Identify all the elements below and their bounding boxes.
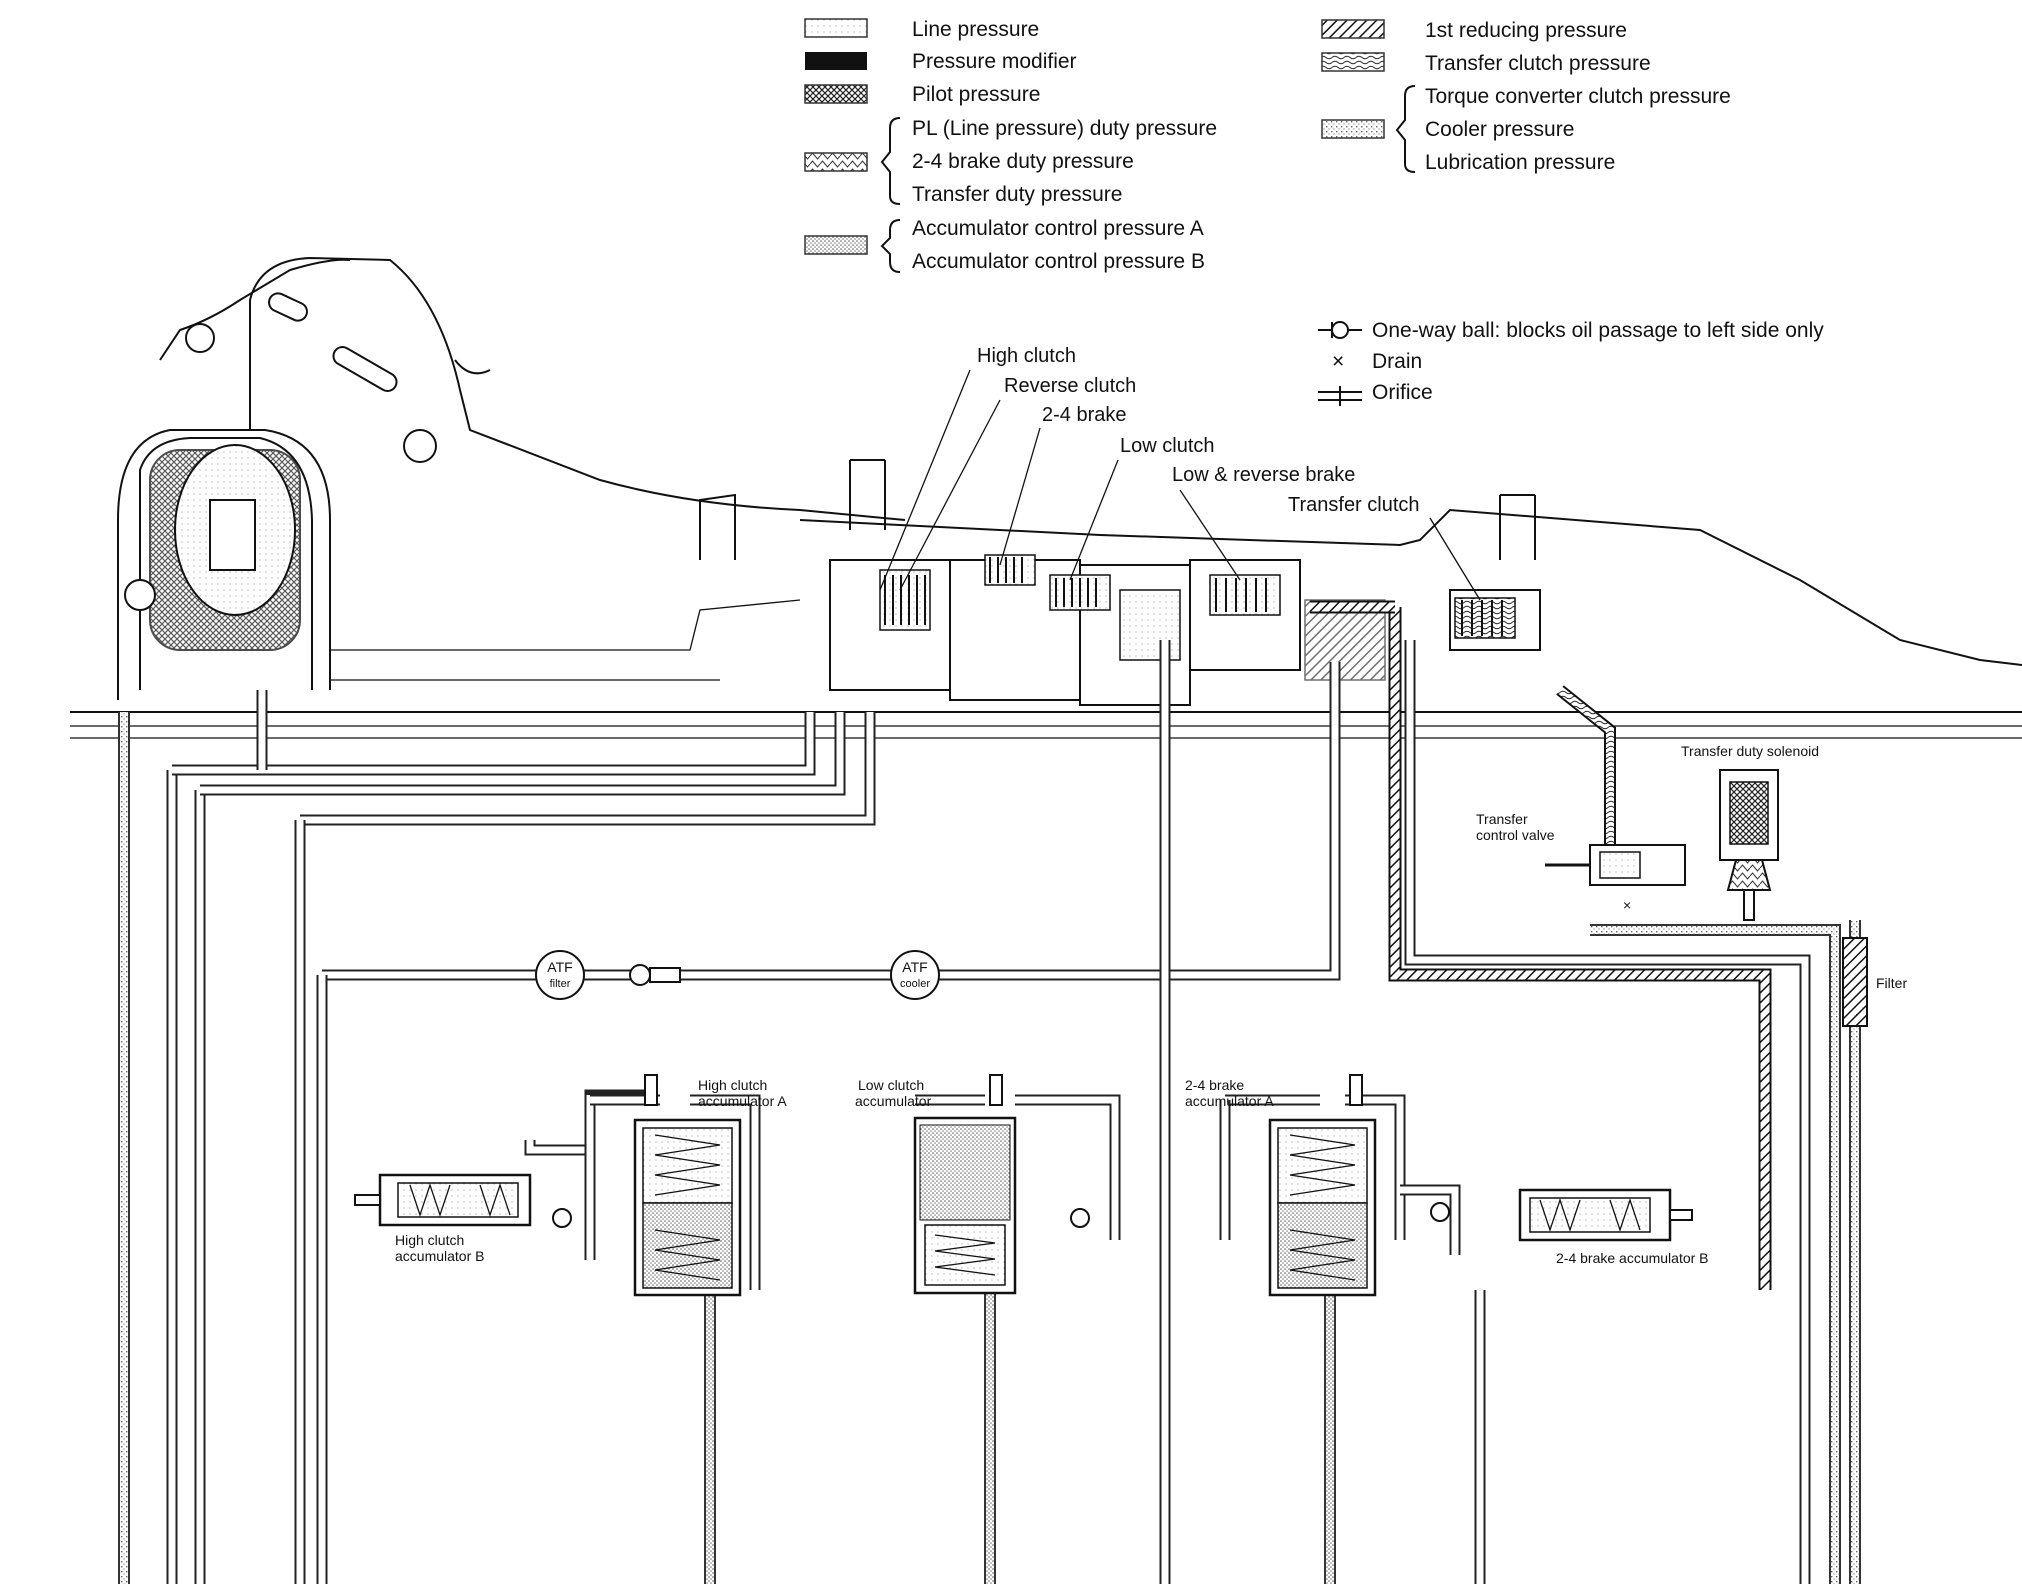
drain-label: Drain [1372, 350, 1422, 373]
duty-pressure-swatch [804, 152, 868, 172]
oil-passages [118, 600, 1861, 1584]
orifice-label: Orifice [1372, 381, 1433, 404]
legend-pl-duty: PL (Line pressure) duty pressure [912, 117, 1217, 140]
atf-filter-label-1: ATF [547, 959, 572, 975]
legend-pressure-modifier: Pressure modifier [912, 50, 1077, 73]
legend-transfer-clutch-pressure: Transfer clutch pressure [1425, 52, 1651, 75]
atf-cooler-label-2: cooler [900, 978, 930, 990]
one-way-ball-valve [629, 964, 681, 986]
high-clutch-acc-a-label-1: High clutch [698, 1077, 767, 1093]
first-reducing-swatch [1321, 19, 1385, 39]
legend-accumulator-a: Accumulator control pressure A [912, 217, 1204, 240]
legend-pilot-pressure: Pilot pressure [912, 83, 1040, 106]
legend-first-reducing: 1st reducing pressure [1425, 19, 1627, 42]
drain-mark: × [1623, 897, 1631, 913]
label-reverse-clutch: Reverse clutch [1004, 375, 1136, 397]
transfer-control-valve-label-1: Transfer [1476, 811, 1528, 827]
transfer-clutch-swatch [1321, 52, 1385, 72]
clutch-packs [829, 554, 1541, 706]
high-clutch-acc-b-label-2: accumulator B [395, 1248, 484, 1264]
transfer-duty-solenoid: Transfer duty solenoid [1681, 743, 1819, 921]
atf-cooler-label-1: ATF [902, 959, 927, 975]
low-clutch-accumulator: Low clutch accumulator [855, 1074, 1090, 1295]
pressure-modifier-swatch [805, 52, 867, 70]
atf-filter: ATF filter [535, 950, 585, 1000]
one-way-ball-label: One-way ball: blocks oil passage to left… [1372, 319, 1824, 342]
legend-cooler-pressure: Cooler pressure [1425, 118, 1574, 141]
brake-24-accumulator-a: 2-4 brake accumulator A [1185, 1074, 1377, 1297]
transfer-duty-solenoid-label: Transfer duty solenoid [1681, 743, 1819, 759]
atf-filter-label-2: filter [550, 978, 571, 990]
tcc-brace [1395, 85, 1416, 173]
transfer-control-valve-label-2: control valve [1476, 827, 1555, 843]
label-24-brake: 2-4 brake [1042, 404, 1127, 426]
component-labels: High clutch Reverse clutch 2-4 brake Low… [879, 345, 1481, 601]
accumulator-control-swatch [804, 235, 868, 255]
high-clutch-accumulator-b: High clutch accumulator B [354, 1173, 572, 1264]
high-clutch-acc-a-label-2: accumulator A [698, 1093, 787, 1109]
label-high-clutch: High clutch [977, 345, 1076, 367]
accumulator-brace [880, 219, 901, 273]
pilot-pressure-swatch [804, 84, 868, 104]
transmission-cross-section [70, 256, 2022, 739]
filter-label: Filter [1876, 975, 1907, 991]
one-way-ball-icon [1318, 321, 1362, 339]
low-clutch-acc-label-2: accumulator [855, 1093, 932, 1109]
label-low-reverse-brake: Low & reverse brake [1172, 464, 1355, 486]
filter: Filter [1842, 937, 1907, 1027]
high-clutch-accumulator-a: High clutch accumulator A [633, 1074, 787, 1297]
legend-tcc-pressure: Torque converter clutch pressure [1425, 85, 1731, 108]
legend-accumulator-b: Accumulator control pressure B [912, 250, 1205, 273]
brake-24-acc-a-label-1: 2-4 brake [1185, 1077, 1244, 1093]
legend-line-pressure: Line pressure [912, 18, 1039, 41]
brake-24-acc-a-label-2: accumulator A [1185, 1093, 1274, 1109]
label-transfer-clutch: Transfer clutch [1288, 494, 1420, 516]
low-clutch-acc-label-1: Low clutch [858, 1077, 924, 1093]
duty-brace [880, 117, 901, 205]
transfer-control-valve: × Transfer control valve [1476, 811, 1686, 913]
brake-24-acc-b-label: 2-4 brake accumulator B [1556, 1250, 1709, 1266]
label-low-clutch: Low clutch [1120, 435, 1215, 457]
legend-transfer-duty: Transfer duty pressure [912, 183, 1122, 206]
atf-cooler: ATF cooler [890, 950, 940, 1000]
high-clutch-acc-b-label-1: High clutch [395, 1232, 464, 1248]
drain-icon: × [1332, 350, 1344, 373]
tcc-cooler-lube-swatch [1321, 119, 1385, 139]
brake-24-accumulator-b: 2-4 brake accumulator B [1430, 1188, 1709, 1266]
legend-lubrication-pressure: Lubrication pressure [1425, 151, 1615, 174]
symbol-key: One-way ball: blocks oil passage to left… [1318, 319, 1824, 406]
legend-24-brake-duty: 2-4 brake duty pressure [912, 150, 1134, 173]
orifice-icon [1318, 386, 1362, 406]
line-pressure-swatch [804, 18, 868, 38]
legend: Line pressure Pressure modifier Pilot pr… [804, 18, 1731, 273]
